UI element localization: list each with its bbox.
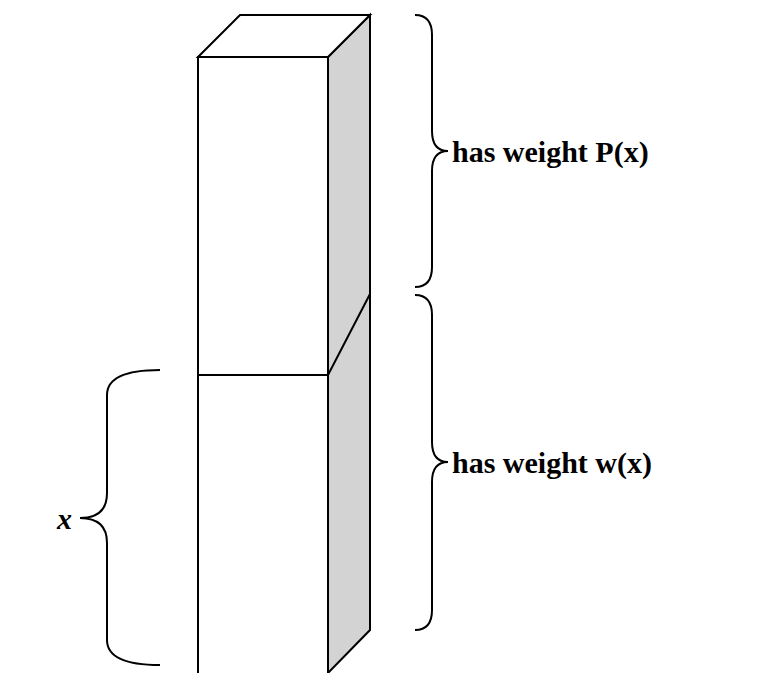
top-face xyxy=(198,15,370,57)
length-label: x xyxy=(57,502,72,535)
left-brace xyxy=(80,370,160,665)
side-face xyxy=(328,15,370,673)
upper-brace xyxy=(415,15,448,287)
dividing-line xyxy=(198,294,370,375)
weight-label: has weight w(x) xyxy=(452,446,652,479)
weight-label: has weight P(x) xyxy=(452,135,649,168)
lower-brace xyxy=(415,295,448,630)
front-face xyxy=(198,57,328,673)
